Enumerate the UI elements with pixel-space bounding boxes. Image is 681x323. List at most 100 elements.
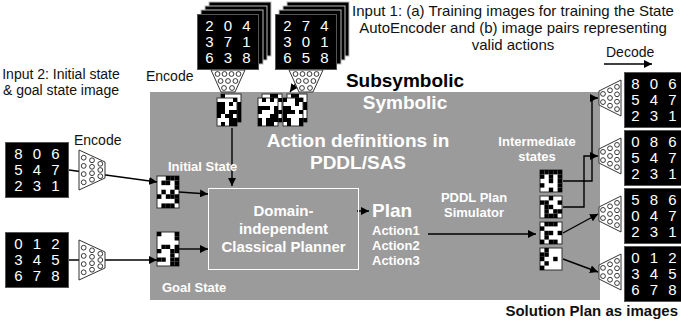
neuron [90,164,95,169]
digit-row: 0 1 2 [11,236,62,252]
bitmap-cell [544,170,548,174]
neuron [296,79,301,84]
bitmap-cell [175,176,179,181]
image-grid: 8 0 65 4 72 3 1 [624,72,681,128]
bitmap-cell [299,110,303,114]
neuron [601,266,606,271]
neuron [90,177,95,182]
bitmap-cell [258,110,262,114]
bitmap-cell [175,258,179,262]
bitmap-cell [283,118,287,122]
image-grid: 0 1 23 4 56 7 8 [624,246,681,302]
flow-arrow [604,63,652,64]
bitmap-cell [544,261,548,265]
bitmap-cell [233,118,237,122]
neuron [307,72,312,77]
bitmap-cell [553,214,557,218]
image-grid: 2 7 43 0 16 5 8 [275,14,337,70]
state-bitmap: Initial State [157,176,179,208]
neuron [615,143,620,148]
bitmap-cell [166,194,170,199]
neuron [81,180,86,185]
region-fill [150,92,600,300]
label-slot: PDDL Plan Simulator [424,190,524,220]
bitmap-cell [237,106,241,110]
label-slot: Action definitions in PDDL/SAS [258,130,458,174]
digit-row: 2 0 4 [202,18,253,34]
bitmap-cell [544,205,548,209]
bitmap-cell [274,106,278,110]
neuron [300,86,305,91]
bitmap-cell [274,114,278,118]
state-label: Initial State [168,159,237,175]
label-slot: Encode [74,132,121,148]
neuron [81,164,86,169]
bitmap-cell [287,110,291,114]
neuron [98,258,103,263]
neuron [90,171,95,176]
bitmap-cell [278,110,282,114]
neuron [314,72,319,77]
bitmap-cell [221,102,225,106]
region-heading: Subsymbolic [150,70,600,92]
bitmap-cell [558,231,562,235]
bitmap-cell [549,170,553,174]
label: Encode [74,132,121,148]
bitmap-cell [166,245,170,249]
bitmap-cell [544,248,548,252]
neuron [98,168,103,173]
bitmap-cell [229,118,233,122]
neuron [215,72,220,77]
image-grid: 0 1 23 4 56 7 8 [5,232,69,288]
network-outline [599,80,621,116]
bitmap-cell [299,98,303,102]
bitmap-cell [540,174,544,178]
bitmap-cell [549,222,553,226]
bitmap-cell [170,194,174,199]
network-outline [599,196,621,232]
bitmap-cell [170,253,174,257]
neuron [90,261,95,266]
neuron [601,274,606,279]
bitmap-cell [544,235,548,239]
bitmap-cell [283,98,287,102]
bitmap-cell [229,110,233,114]
bitmap-cell [270,114,274,118]
bitmap-cell [287,110,291,114]
network-outline [289,70,323,92]
digit-row: 8 0 6 [11,146,62,162]
bitmap-cell [540,200,544,204]
bitmap-cell [270,122,274,126]
bitmap-cell [161,245,165,249]
bitmap-cell [549,231,553,235]
bitmap-frame [540,248,562,270]
label: Decode [606,44,654,60]
bitmap-cell [229,122,233,126]
bitmap-cell [283,106,287,110]
digit-row: 0 1 2 [628,250,679,266]
bitmap-cell [558,170,562,174]
bitmap-cell [161,258,165,262]
bitmap-cell [170,190,174,195]
bitmap-cell [166,176,170,181]
neuron [608,88,613,93]
neuron [98,174,103,179]
bitmap-cell [161,181,165,186]
neuron [236,72,241,77]
bitmap-cell [283,114,287,118]
bitmap-cell [229,118,233,122]
bitmap-cell [549,188,553,192]
label-slot: Decode [606,44,654,60]
label-slot: Intermediate states [492,134,582,164]
label: Intermediate states [492,134,582,164]
bitmap-cell [175,194,179,199]
label-slot: Action2 [372,238,420,253]
bitmap-cell [540,257,544,261]
state-label: Goal State [162,280,226,296]
neuron [81,155,86,160]
bitmap-cell [274,110,278,114]
bitmap-cell [549,179,553,183]
digit-row: 5 4 7 [628,150,679,166]
bitmap-cell [233,118,237,122]
digit-row: 2 3 1 [628,166,679,182]
